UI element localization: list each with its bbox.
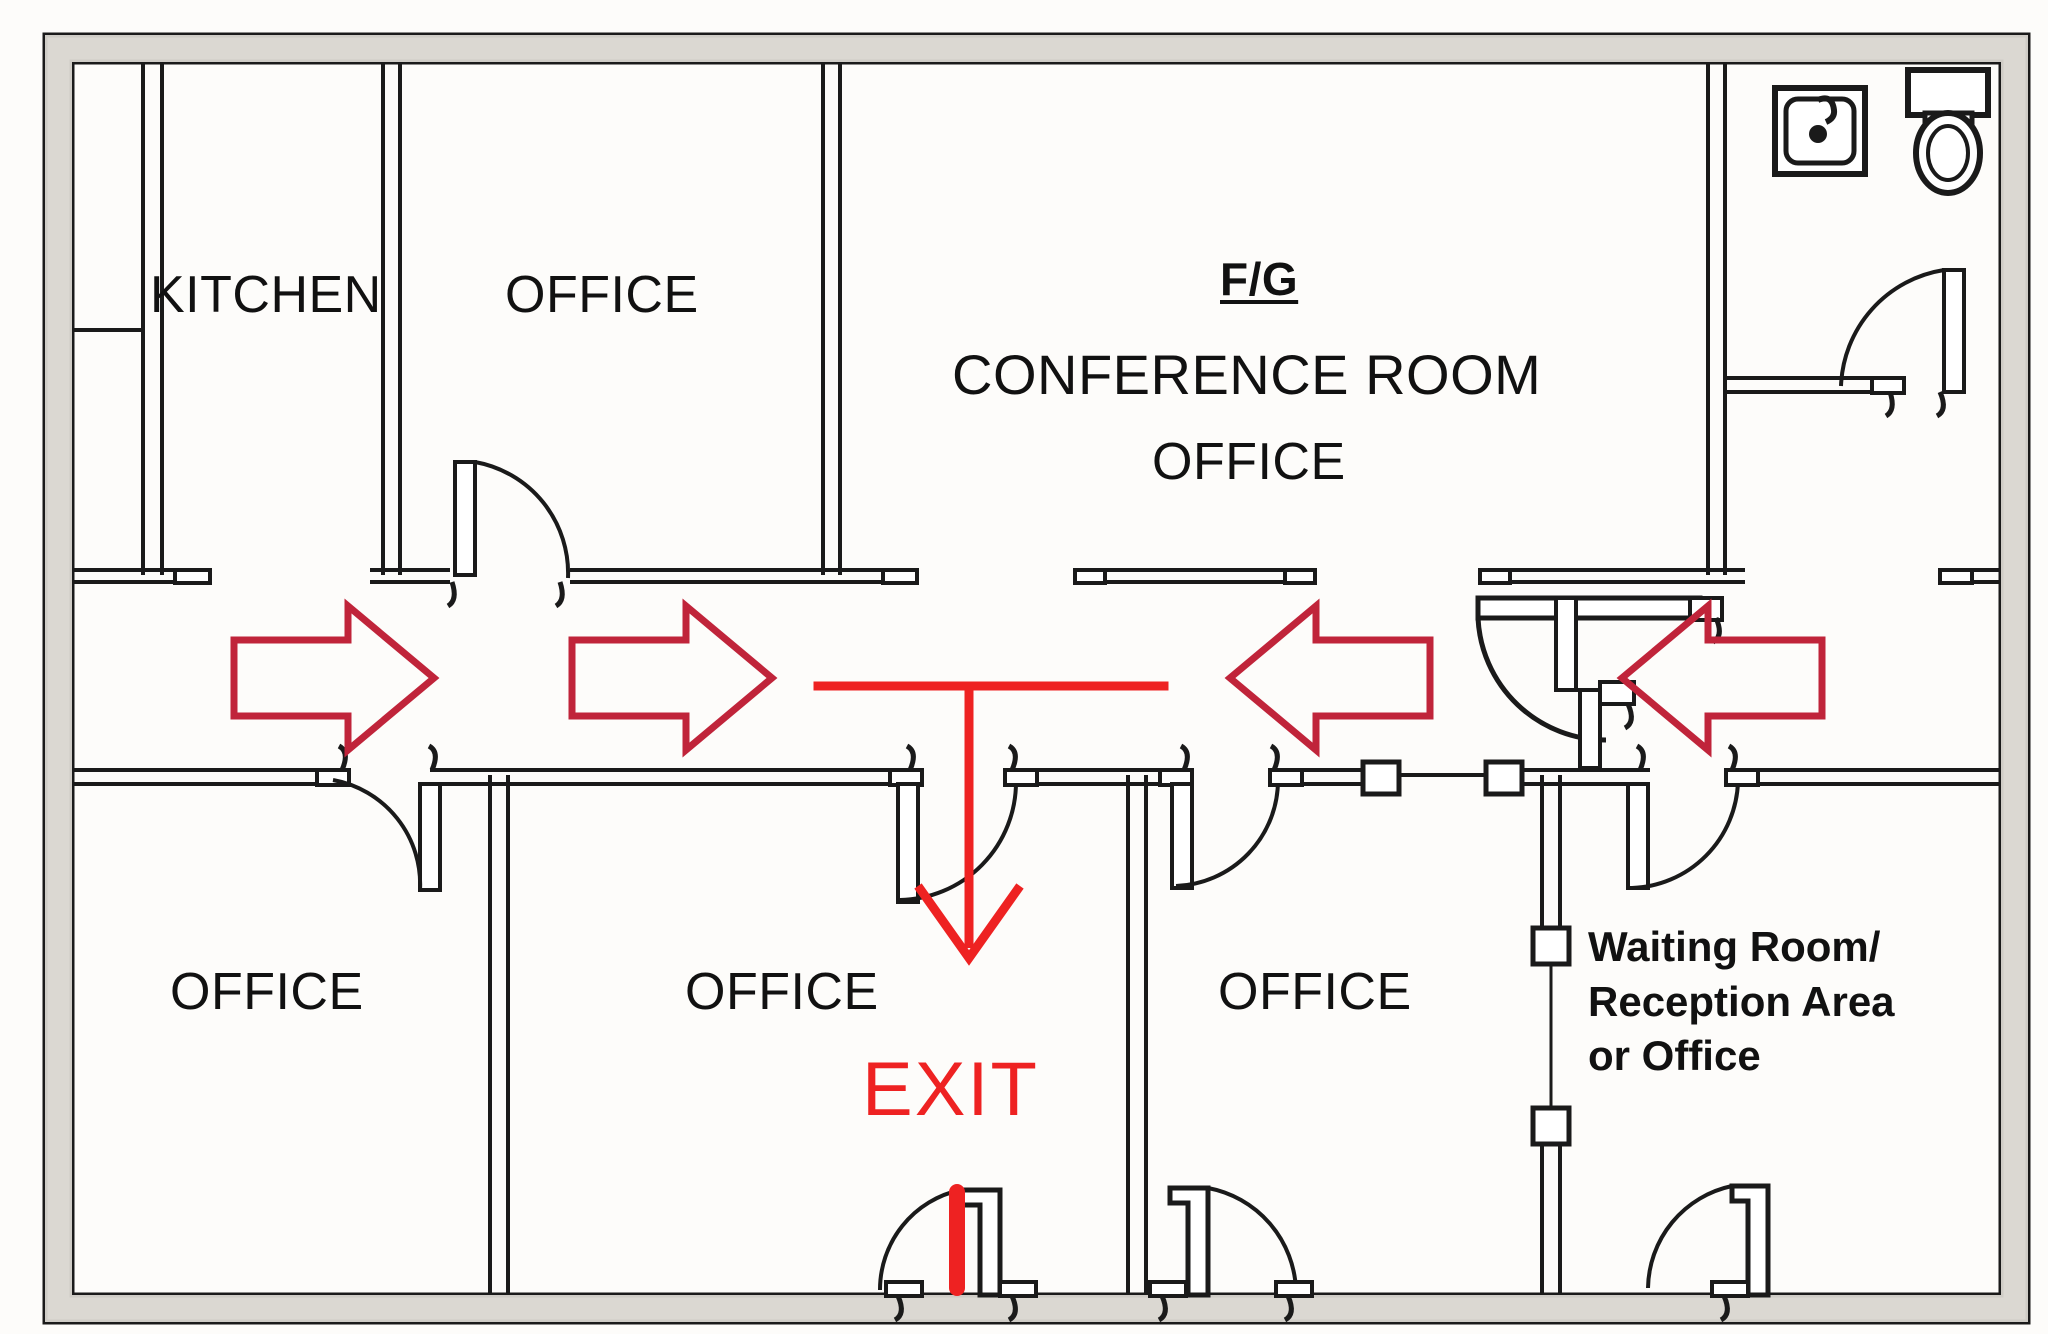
- reception-casework: [1475, 595, 1724, 770]
- toilet-icon: [1905, 67, 1991, 196]
- egress-arrow-2: [568, 598, 778, 758]
- room-label-office-bottom-left: OFFICE: [170, 963, 364, 1021]
- room-label-conference-tag: F/G: [1220, 253, 1299, 305]
- door-restroom: [1839, 268, 1966, 419]
- room-label-conference-sub: OFFICE: [1152, 433, 1346, 491]
- egress-arrow-1: [230, 598, 440, 758]
- corridor-south-wall: [72, 743, 2001, 904]
- waiting-line-2: Reception Area: [1588, 977, 1895, 1025]
- room-label-waiting-reception: Waiting Room/ Reception Area or Office: [1588, 920, 1895, 1084]
- room-label-office-bottom-center: OFFICE: [685, 963, 879, 1021]
- egress-route-line: [813, 681, 1169, 1296]
- exit-label: EXIT: [862, 1047, 1039, 1132]
- waiting-line-3: or Office: [1588, 1032, 1761, 1080]
- door-bottom-left-office: [332, 743, 442, 892]
- waiting-line-1: Waiting Room/: [1588, 923, 1881, 970]
- room-label-office-top-left: OFFICE: [505, 266, 699, 324]
- room-label-office-bottom-right: OFFICE: [1218, 963, 1412, 1021]
- room-label-kitchen: KITCHEN: [150, 266, 382, 324]
- door-exterior-far-right: [1646, 1183, 1771, 1323]
- door-reception: [1626, 743, 1740, 890]
- sink-icon: [1772, 85, 1868, 177]
- interior-partitions-bottom: [488, 775, 1572, 1295]
- exterior-wall: [42, 32, 2031, 1325]
- door-top-left-office: [446, 460, 571, 609]
- room-label-conference-title: CONFERENCE ROOM: [952, 343, 1542, 406]
- door-exterior-right: [1148, 1185, 1314, 1323]
- egress-arrow-3: [1224, 598, 1434, 758]
- egress-arrow-4: [1616, 598, 1826, 758]
- door-bottom-right-office: [1170, 743, 1280, 890]
- interior-partitions-top: [72, 62, 2001, 609]
